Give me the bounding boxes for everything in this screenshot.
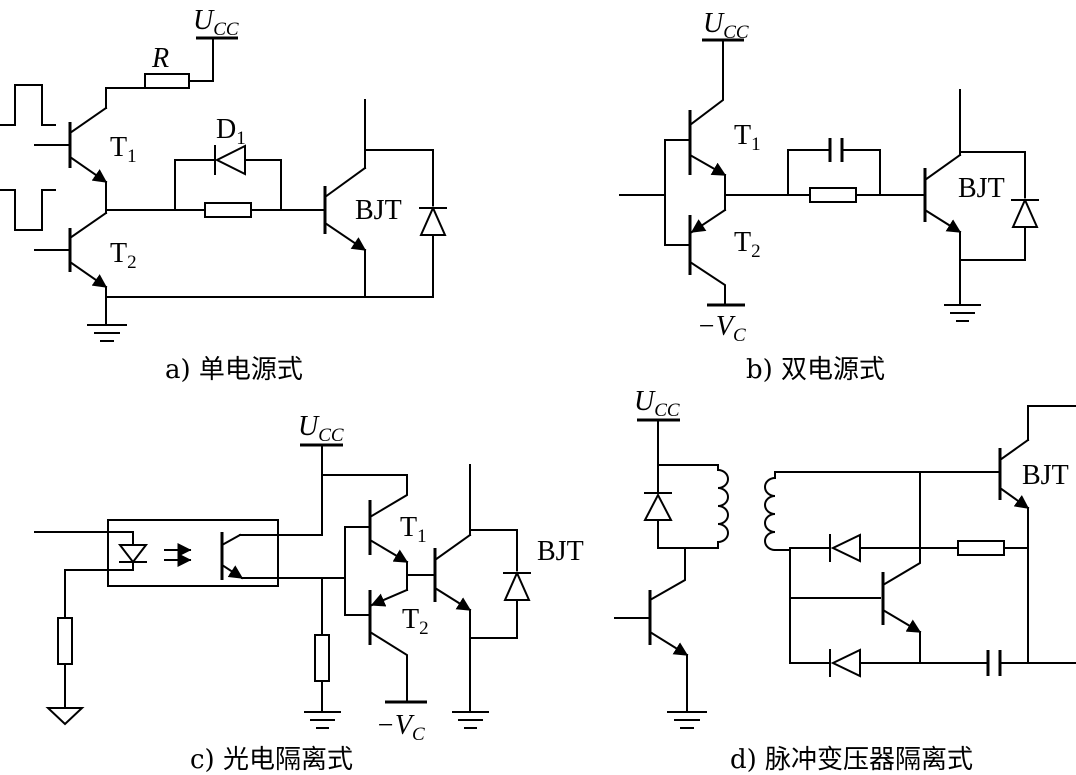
- ucc-label-b: UCC: [703, 8, 749, 43]
- bjt-label-d: BJT: [1022, 460, 1069, 491]
- t1-label-a: T1: [110, 132, 137, 167]
- optocoupler-package: [107, 519, 279, 587]
- resistor-a: [204, 202, 252, 218]
- t2-label-b: T2: [734, 227, 761, 262]
- input-pulse-upper: [0, 84, 56, 126]
- circuit-b-dual-supply: UCC T1 T2 −VC BJT b) 双电源式: [619, 8, 1039, 385]
- t1-label-b: T1: [734, 120, 761, 155]
- diode-d-upper: [830, 533, 861, 563]
- bjt-label-b: BJT: [958, 173, 1005, 204]
- bjt-label-a: BJT: [355, 195, 402, 226]
- caption-c: c) 光电隔离式: [190, 745, 353, 775]
- bjt-label-c: BJT: [537, 536, 584, 567]
- diode-d1: [214, 144, 246, 176]
- ground-c-input: [45, 707, 85, 726]
- ucc-label-c: UCC: [298, 411, 344, 446]
- circuit-c-optocoupler: UCC T1 T2 −VC BJT c) 光电隔离式: [34, 411, 584, 775]
- caption-b: b) 双电源式: [746, 355, 885, 385]
- d1-label: D1: [216, 114, 246, 149]
- freewheel-diode-a: [419, 205, 447, 236]
- resistor-c-input: [57, 617, 73, 665]
- resistor-b: [809, 187, 857, 203]
- resistor-d: [957, 540, 1005, 556]
- input-pulse-lower: [0, 189, 56, 231]
- optocoupler-led: [117, 544, 149, 564]
- t2-label-a: T2: [110, 238, 137, 273]
- transformer-secondary: [764, 476, 777, 552]
- t1-label-c: T1: [400, 512, 427, 547]
- resistor-c-pulldown: [314, 634, 330, 682]
- resistor-r-label: R: [151, 43, 169, 74]
- circuit-d-pulse-transformer: UCC BJT d) 脉冲变压器隔离式: [614, 386, 1076, 775]
- neg-vc-label-c: −VC: [376, 710, 425, 745]
- freewheel-diode-b: [1011, 197, 1039, 228]
- t2-label-c: T2: [402, 604, 429, 639]
- diode-d-primary: [643, 492, 673, 521]
- caption-a: a) 单电源式: [165, 355, 303, 385]
- transformer-primary: [716, 468, 729, 544]
- ucc-label-a: UCC: [193, 5, 239, 40]
- circuit-a-single-supply: UCC R D1 T1 T2 BJT a) 单电源式: [0, 5, 447, 385]
- diode-d-lower: [830, 648, 861, 678]
- resistor-r: [144, 73, 190, 89]
- caption-d: d) 脉冲变压器隔离式: [730, 745, 973, 775]
- neg-vc-label-b: −VC: [697, 311, 746, 346]
- freewheel-diode-c: [503, 570, 531, 601]
- ucc-label-d: UCC: [634, 386, 680, 421]
